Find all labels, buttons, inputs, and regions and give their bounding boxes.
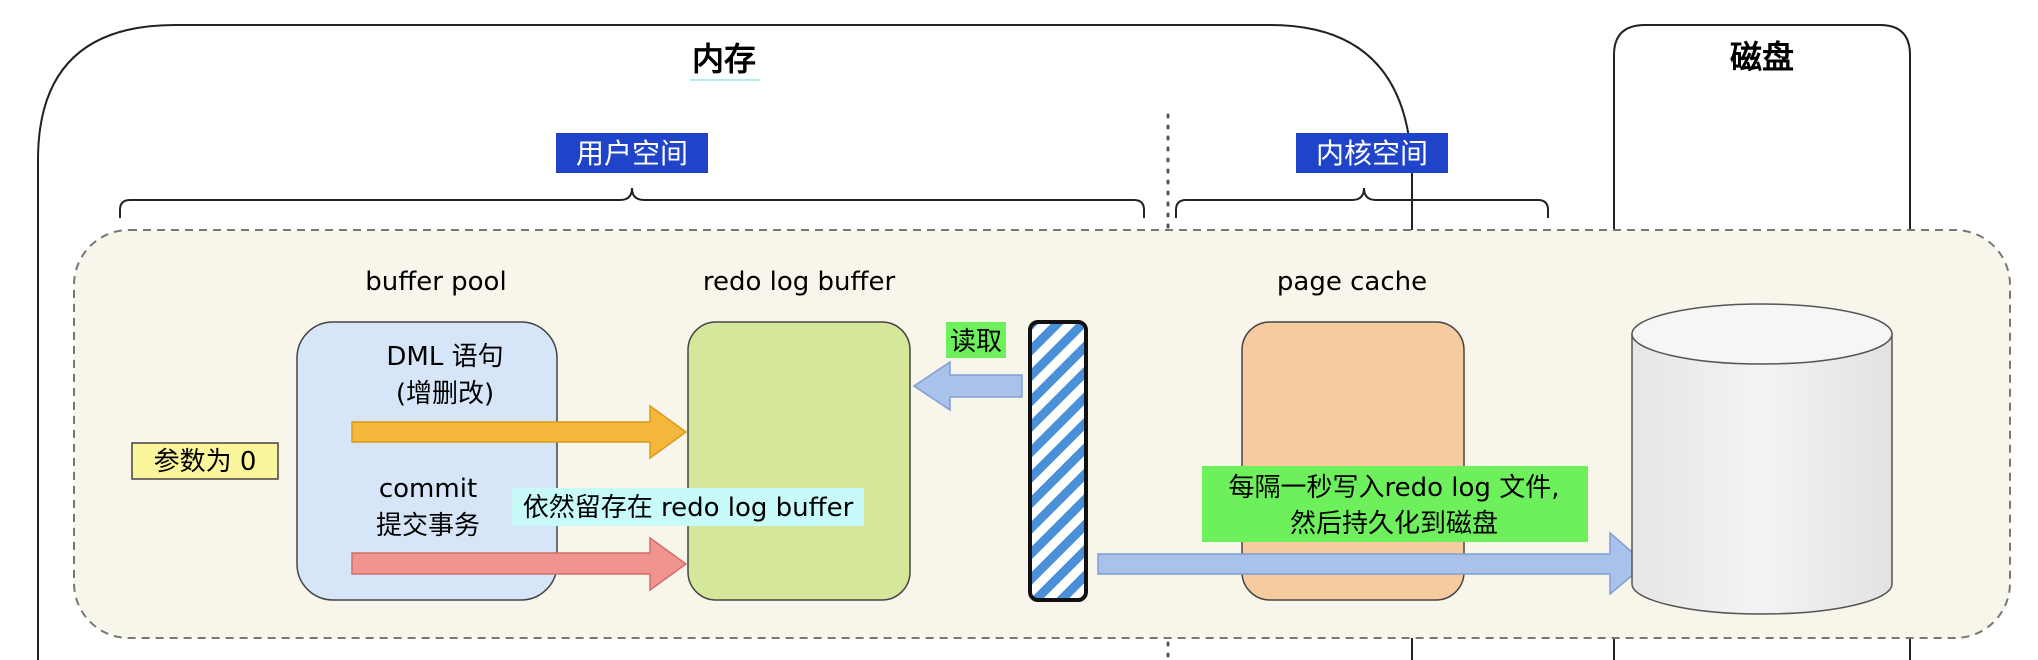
buffer-pool-box: [296, 321, 558, 601]
flush-label-line1: 每隔一秒写入redo log 文件,: [1229, 473, 1560, 503]
commit-label: commit: [379, 474, 477, 504]
buffer-pool-title: buffer pool: [365, 267, 506, 297]
flush-highlight: [1202, 466, 1588, 542]
stay-in-buffer-highlight: [512, 488, 864, 526]
disk-title: 磁盘: [1730, 38, 1794, 76]
memory-title: 内存: [692, 40, 756, 78]
kernel-space-label: 内核空间: [1316, 137, 1428, 170]
read-label: 读取: [950, 327, 1002, 357]
flush-to-disk-arrow: [1097, 531, 1648, 596]
disk-region-outline: [1613, 24, 1911, 660]
kernel-space-brace: [1175, 187, 1549, 218]
commit-sub: 提交事务: [376, 511, 480, 541]
param-label: 参数为 0: [154, 447, 257, 477]
flush-label-line2: 然后持久化到磁盘: [1290, 509, 1498, 539]
read-arrow: [912, 360, 1023, 412]
dml-arrow: [351, 404, 688, 460]
dml-statement-label: DML 语句: [386, 342, 503, 372]
disk-cylinder-icon: [1631, 303, 1893, 615]
memory-region-outline: [37, 24, 1413, 660]
commit-arrow: [351, 536, 688, 592]
kernel-space-tag: [1296, 133, 1448, 173]
page-cache-title: page cache: [1277, 267, 1427, 297]
user-space-brace: [119, 187, 1145, 218]
redo-log-stream-bar: [1028, 320, 1088, 602]
dml-statement-sub: (增删改): [396, 379, 494, 409]
redo-log-buffer-title: redo log buffer: [703, 267, 896, 297]
redo-log-buffer-box: [687, 321, 911, 601]
stay-in-buffer-label: 依然留存在 redo log buffer: [523, 493, 854, 523]
user-space-label: 用户空间: [576, 137, 688, 170]
param-tag: [131, 442, 279, 480]
read-highlight: [946, 322, 1006, 358]
user-space-tag: [556, 133, 708, 173]
